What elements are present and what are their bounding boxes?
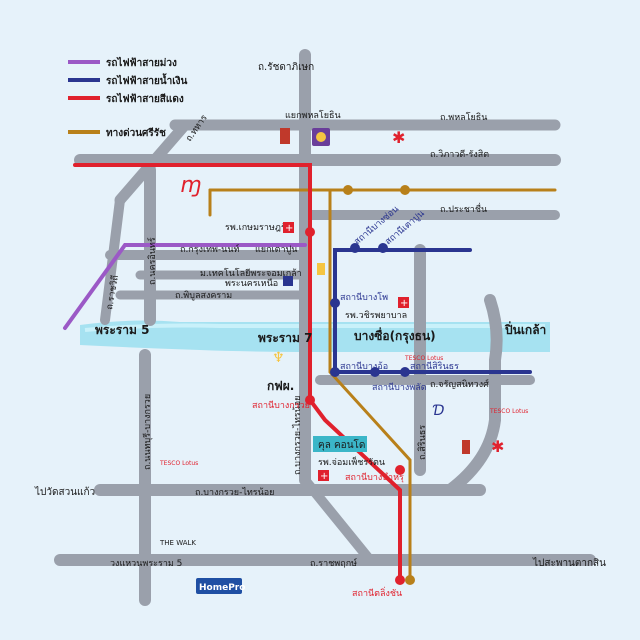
- station-dot: [330, 367, 340, 377]
- hospital-icon: [283, 222, 294, 233]
- station-label: สถานีบางโพ: [340, 292, 388, 303]
- station-dot: [395, 575, 405, 585]
- place-label: ปิ่นเกล้า: [504, 321, 546, 337]
- condo-label: ฅุล คอนโด: [318, 438, 365, 451]
- road-label: ถ.นครอินทร์: [146, 237, 158, 285]
- place-label: รพ.วชิรพยาบาล: [345, 310, 407, 321]
- station-label: สถานีบางอ้อ: [340, 361, 388, 372]
- station-label: สถานีสิรินธร: [410, 361, 459, 372]
- legend-red: รถไฟฟ้าสายสีแดง: [106, 92, 184, 105]
- homepro-logo: [196, 578, 242, 594]
- place-label: กฟผ.: [267, 379, 294, 393]
- red-line: [73, 163, 402, 582]
- station-dot: [330, 298, 340, 308]
- egat-logo-icon: ♆: [272, 350, 285, 366]
- station-dot: [370, 367, 380, 377]
- hospital-icon: [398, 297, 409, 308]
- brown-line-expressway: [208, 188, 557, 582]
- bank-icon: [316, 132, 326, 142]
- place-label: รพ.เกษมราษฎร์: [225, 221, 286, 233]
- station-label: สถานีบางบำหรุ: [345, 472, 404, 483]
- building-icon: [280, 128, 290, 144]
- station-dot: [400, 367, 410, 377]
- place-label: พระนครเหนือ: [225, 278, 278, 289]
- road-label: ถ.บางกรวย-ไทรน้อย: [292, 396, 303, 475]
- flower-icon: ✱: [491, 437, 504, 456]
- station-dot: [305, 227, 315, 237]
- place-label: ม.เทคโนโลยีพระจอมเกล้า: [200, 268, 302, 279]
- place-label: พระราม 5: [95, 323, 149, 337]
- legend-purple: รถไฟฟ้าสายม่วง: [106, 56, 177, 69]
- blue-line: [333, 248, 532, 374]
- station-dot: [350, 243, 360, 253]
- hospital-icon: +: [320, 471, 328, 482]
- road-label: ถ.ราชพฤกษ์: [310, 557, 357, 569]
- building-icon: [462, 440, 470, 454]
- stations: [305, 185, 415, 585]
- tesco-label: TESCO Lotus: [404, 355, 443, 362]
- road-label: ถ.กรุงเทพ-นนท์: [180, 243, 239, 255]
- market-icon: [317, 263, 325, 275]
- university-icon: [283, 276, 293, 286]
- purple-line: [63, 243, 307, 330]
- place-label: ไปวัดสวนแก้ว: [34, 486, 95, 498]
- station-label: สถานีบางกรวย: [252, 400, 310, 411]
- hospital-icon: +: [400, 298, 408, 309]
- station-dot: [305, 395, 315, 405]
- place-labels: รพ.เกษมราษฎร์ + ม.เทคโนโลยีพระจอมเกล้า พ…: [34, 221, 606, 594]
- station-dot: [378, 243, 388, 253]
- road-label: ถ.ประชาชื่น: [440, 202, 487, 215]
- road-label: วงแหวนพระราม 5: [110, 559, 182, 569]
- place-label: รพ.จ่อมเพ็ชรรัตน: [318, 455, 385, 468]
- legend: รถไฟฟ้าสายม่วง รถไฟฟ้าสายน้ำเงิน รถไฟฟ้า…: [68, 56, 188, 139]
- road-label: แยกพหลโยธิน: [285, 110, 341, 121]
- road-label: ถ.พหลโยธิน: [440, 112, 487, 123]
- station-dot: [343, 185, 353, 195]
- station-label: สถานีบางพลัด: [372, 382, 427, 393]
- chao-phraya-river: [80, 320, 550, 352]
- mall-logo-icon: ɱ: [180, 173, 201, 198]
- road-label: ถ.พิบูลสงคราม: [175, 290, 232, 301]
- station-dot: [405, 575, 415, 585]
- road-label: ถ.วิภาวดี-รังสิต: [430, 149, 489, 160]
- d-logo-icon: Ɗ: [432, 403, 445, 419]
- road-label: ถ.จรัญสนิทวงศ์: [430, 378, 489, 390]
- tesco-label: TESCO Lotus: [489, 408, 528, 415]
- condo-tag: [313, 436, 367, 452]
- landmark-icons: ✱ ɱ ♆ Ɗ ✱: [180, 128, 504, 456]
- homepro-label: HomePro: [199, 583, 245, 593]
- place-label: บางซื่อ(กรุงธน): [354, 327, 436, 344]
- place-label: ไปสะพานตากสิน: [532, 557, 606, 569]
- road-label: แยกเตาปูน: [255, 245, 297, 255]
- hospital-icon: [318, 470, 329, 481]
- legend-brown: ทางด่วนศรีรัช: [106, 127, 166, 139]
- hospital-icon: +: [285, 223, 293, 234]
- flower-icon: ✱: [392, 128, 405, 147]
- station-dot: [400, 185, 410, 195]
- place-label: พระราม 7: [258, 331, 312, 345]
- road-labels: ถ.รัชดาภิเษก ถ.พหลโยธิน แยกพหลโยธิน ถ.วิ…: [104, 62, 489, 569]
- tesco-label: TESCO Lotus: [159, 460, 198, 467]
- road-label: ถ.รัชดาภิเษก: [258, 62, 314, 73]
- road-label: ถ.บางกรวย-ไทรน้อย: [195, 487, 274, 498]
- station-dot: [395, 465, 405, 475]
- road-label: ถ.สิรินธร: [417, 425, 428, 460]
- road-label: ถ.นนทบุรี-บางกรวย: [142, 394, 153, 470]
- the-walk-label: THE WALK: [159, 539, 196, 547]
- legend-blue: รถไฟฟ้าสายน้ำเงิน: [106, 73, 188, 87]
- station-label: สถานีตลิ่งชัน: [352, 586, 402, 599]
